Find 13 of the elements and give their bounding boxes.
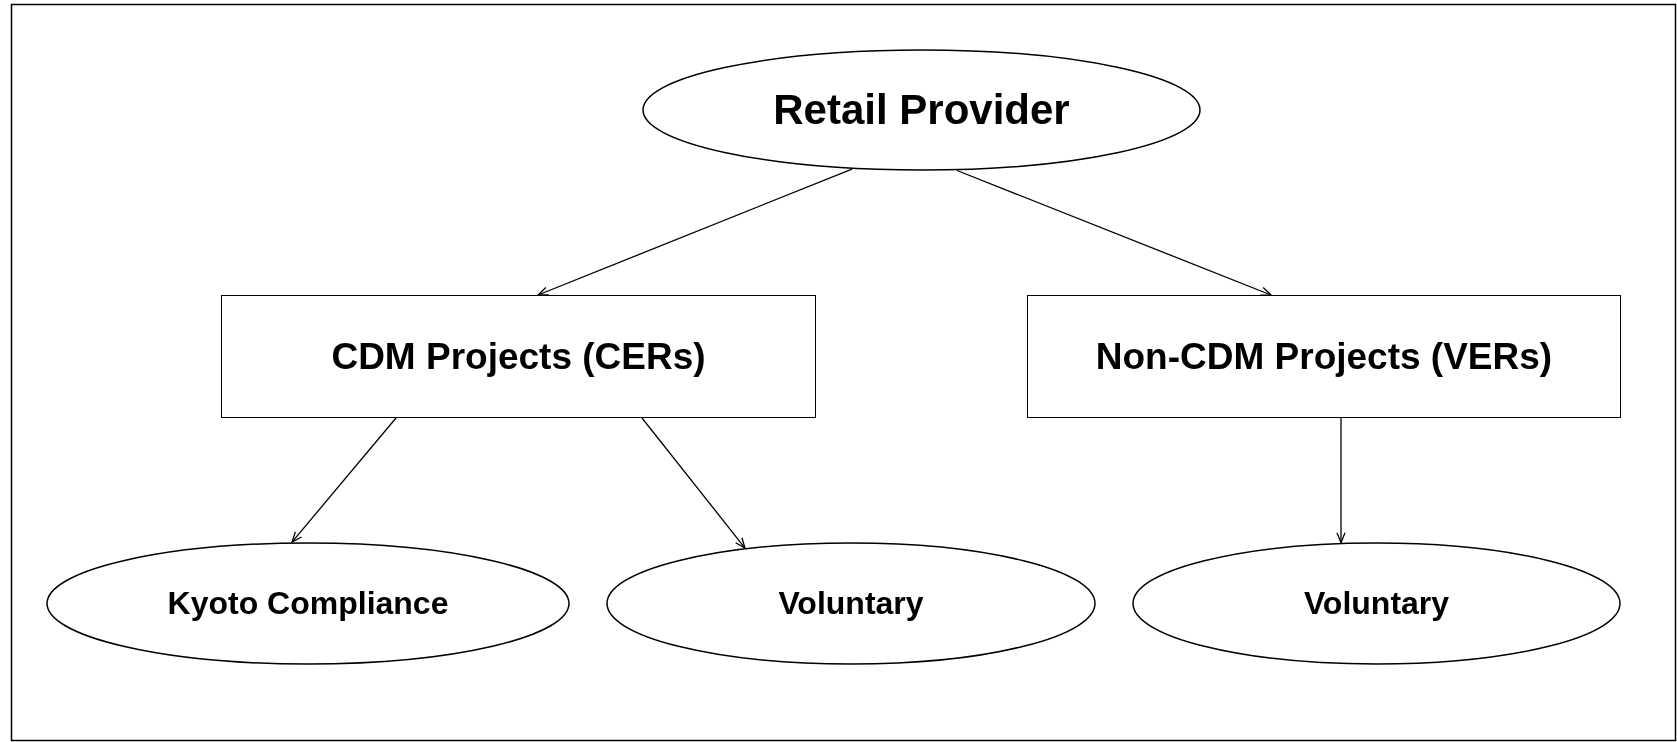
arrow xyxy=(537,168,853,296)
node-label: Kyoto Compliance xyxy=(167,585,449,622)
process-box xyxy=(1027,295,1621,418)
process-box xyxy=(221,295,816,418)
node-label: Non-CDM Projects (VERs) xyxy=(1095,335,1553,378)
node-label: Retail Provider xyxy=(773,86,1070,134)
arrow xyxy=(641,417,746,549)
node-label: CDM Projects (CERs) xyxy=(331,335,706,378)
node-label: Voluntary xyxy=(1303,585,1450,622)
arrow xyxy=(956,169,1272,296)
arrow xyxy=(291,417,397,543)
arrow xyxy=(1336,417,1346,544)
node-label: Voluntary xyxy=(778,585,924,622)
